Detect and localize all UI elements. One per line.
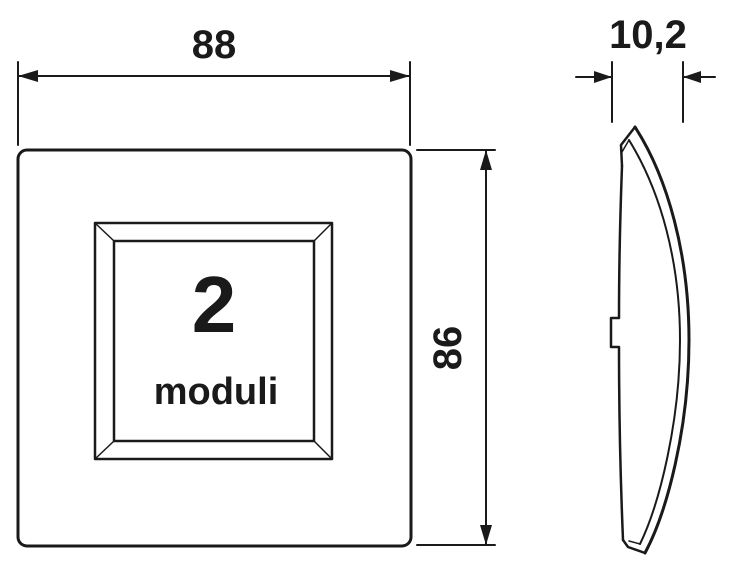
depth-dimension	[575, 61, 716, 123]
profile-top-cap-detail	[621, 139, 630, 153]
height-arrow-top	[480, 150, 492, 170]
profile-back-edge	[609, 164, 625, 542]
width-arrow-left	[18, 70, 38, 82]
bevel-corner-bottom-right	[313, 440, 333, 460]
width-dimension	[17, 61, 411, 146]
profile-top-cap	[619, 125, 637, 168]
profile-outer-curve	[633, 125, 691, 555]
width-dimension-label: 88	[192, 23, 237, 67]
window-frame-outer	[93, 221, 334, 461]
side-view	[609, 125, 691, 555]
depth-dimension-label: 10,2	[609, 13, 687, 57]
height-dimension-label: 86	[426, 326, 470, 371]
depth-arrow-left	[594, 71, 612, 83]
module-unit-text: moduli	[154, 371, 279, 413]
profile-inner-curve	[628, 139, 681, 545]
height-arrow-bottom	[480, 525, 492, 545]
depth-arrow-right	[683, 71, 701, 83]
profile-bottom-cap	[621, 538, 647, 555]
bevel-corner-top-right	[313, 222, 333, 242]
profile-bottom-cap-detail	[628, 540, 641, 545]
bevel-corner-bottom-left	[94, 440, 115, 460]
window-frame-inner	[112, 239, 316, 443]
width-arrow-right	[390, 70, 410, 82]
front-view	[16, 148, 413, 548]
height-dimension	[416, 149, 496, 546]
module-count-text: 2	[192, 260, 237, 349]
bevel-corner-top-left	[94, 222, 115, 242]
